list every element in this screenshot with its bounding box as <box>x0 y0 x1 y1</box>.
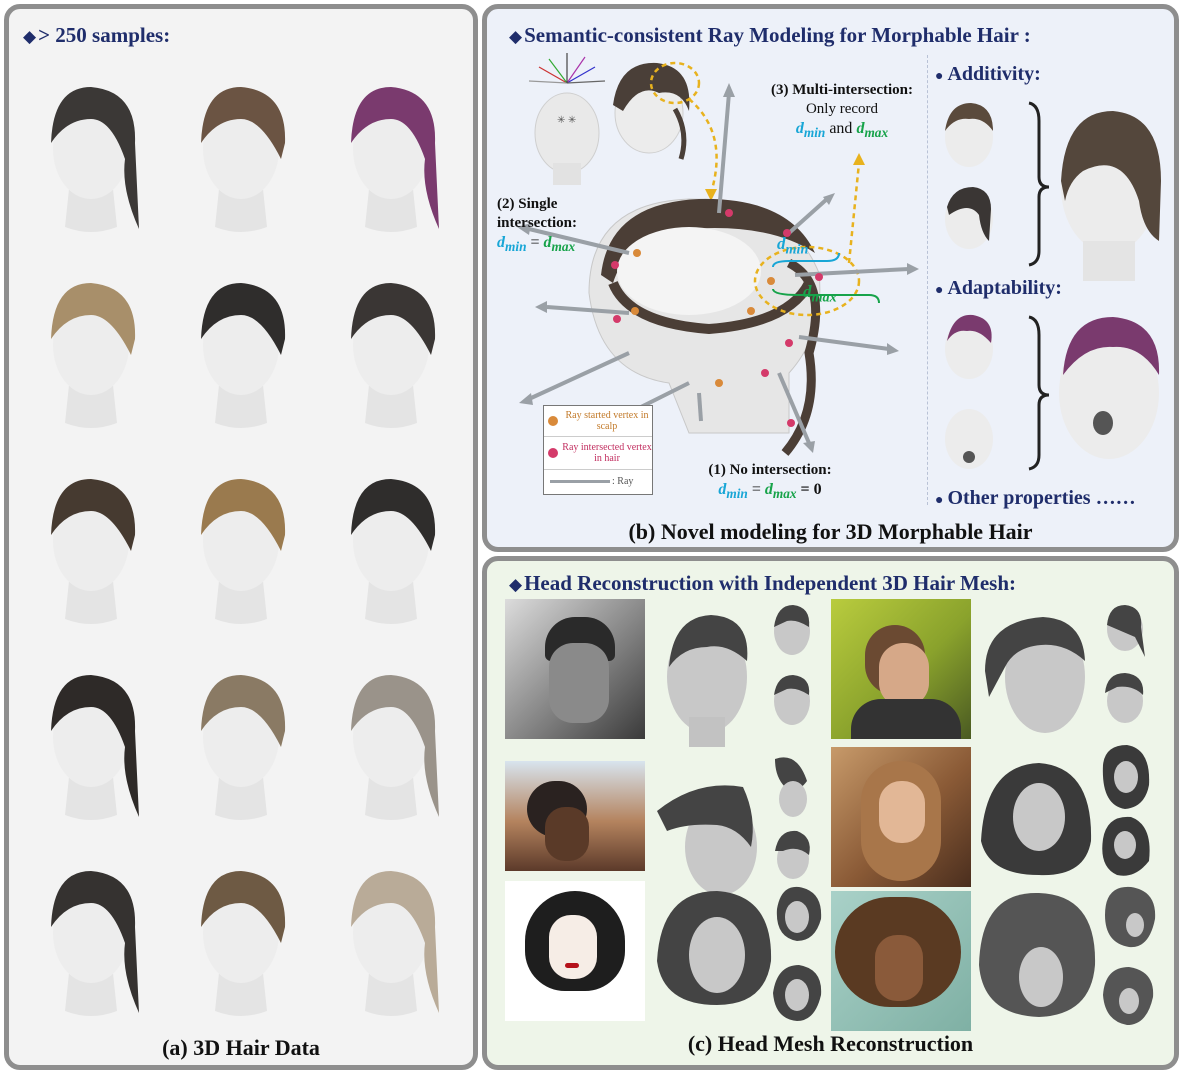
recon-mesh-6 <box>979 886 1156 1025</box>
legend-started: Ray started vertex in scalp <box>544 406 652 437</box>
vertex-dots <box>611 209 823 427</box>
hair-sample <box>201 675 286 820</box>
hair-sample <box>51 479 136 624</box>
other-properties-label: ●Other properties …… <box>935 487 1136 509</box>
input-photo-braids <box>505 761 645 871</box>
input-illustration-woman <box>505 881 645 1021</box>
panel-a-title: ◆> 250 samples: <box>23 23 171 47</box>
additivity-figure <box>945 101 1161 281</box>
dmin-ray-label: dmin <box>777 234 809 258</box>
hair-sample <box>351 87 439 232</box>
panel-head-reconstruction: ◆Head Reconstruction with Independent 3D… <box>482 556 1179 1070</box>
hair-sample <box>201 479 286 624</box>
no-intersection-label: (1) No intersection: dmin = dmax = 0 <box>708 462 832 501</box>
panel-c-title: ◆Head Reconstruction with Independent 3D… <box>509 571 1017 595</box>
panel-b-caption: (b) Novel modeling for 3D Morphable Hair <box>628 519 1033 544</box>
diamond-icon: ◆ <box>509 27 523 46</box>
dmax-ray-label: dmax <box>803 282 837 306</box>
ray-legend: Ray started vertex in scalp Ray intersec… <box>543 405 653 495</box>
hair-head-small <box>613 61 718 201</box>
recon-mesh-3 <box>657 757 810 895</box>
hair-sample-grid <box>51 87 439 1016</box>
panel-a-caption: (a) 3D Hair Data <box>162 1035 320 1060</box>
hair-sample <box>201 283 286 428</box>
hair-sample <box>201 871 286 1016</box>
divider <box>927 55 929 505</box>
pink-dot-icon <box>548 448 558 458</box>
bullet-icon: ● <box>935 283 944 298</box>
single-intersection-label: (2) Single intersection: dmin = dmax <box>497 196 577 254</box>
additivity-label: ●Additivity: <box>935 63 1041 85</box>
hair-sample <box>51 283 136 428</box>
dmin-bracket <box>772 252 840 268</box>
input-photo-woman-wavy <box>831 747 971 887</box>
hair-sample <box>51 675 139 820</box>
dmax-bracket <box>772 288 880 304</box>
ray-modeling-diagram: ✳ ✳ <box>517 53 919 456</box>
input-photo-afro <box>831 891 971 1031</box>
adaptability-figure <box>945 314 1160 471</box>
recon-mesh-1 <box>667 605 810 747</box>
hair-sample <box>201 87 286 232</box>
bullet-icon: ● <box>935 493 944 508</box>
hair-sample <box>351 871 439 1016</box>
recon-mesh-5 <box>657 886 822 1021</box>
hair-sample <box>351 479 436 624</box>
panel-3d-hair-data: ◆> 250 samples: (a) 3D Hair Data <box>4 4 478 1070</box>
bullet-icon: ● <box>935 69 944 84</box>
panel-c-caption: (c) Head Mesh Reconstruction <box>687 1031 974 1056</box>
input-photo-man-grayscale <box>505 599 645 739</box>
adaptability-label: ●Adaptability: <box>935 277 1062 299</box>
diamond-icon: ◆ <box>509 575 523 594</box>
hair-sample <box>51 87 139 232</box>
scalp-ray-head: ✳ ✳ <box>528 53 606 185</box>
input-photo-woman-ponytail <box>831 599 971 739</box>
multi-intersection-label: (3) Multi-intersection: Only record dmin… <box>770 82 914 140</box>
panel-ray-modeling: ◆Semantic-consistent Ray Modeling for Mo… <box>482 4 1179 552</box>
hair-sample <box>351 283 436 428</box>
recon-mesh-2 <box>985 605 1145 733</box>
diamond-icon: ◆ <box>23 27 37 46</box>
ray-arrow-icon <box>550 479 610 483</box>
svg-text:✳ ✳: ✳ ✳ <box>557 115 576 126</box>
recon-mesh-4 <box>981 745 1150 876</box>
legend-ray: : Ray <box>544 470 652 492</box>
orange-dot-icon <box>548 416 558 426</box>
panel-b-title: ◆Semantic-consistent Ray Modeling for Mo… <box>509 23 1031 47</box>
hair-sample <box>51 871 139 1016</box>
legend-intersected: Ray intersected vertex in hair <box>544 437 652 470</box>
hair-sample <box>351 675 439 820</box>
